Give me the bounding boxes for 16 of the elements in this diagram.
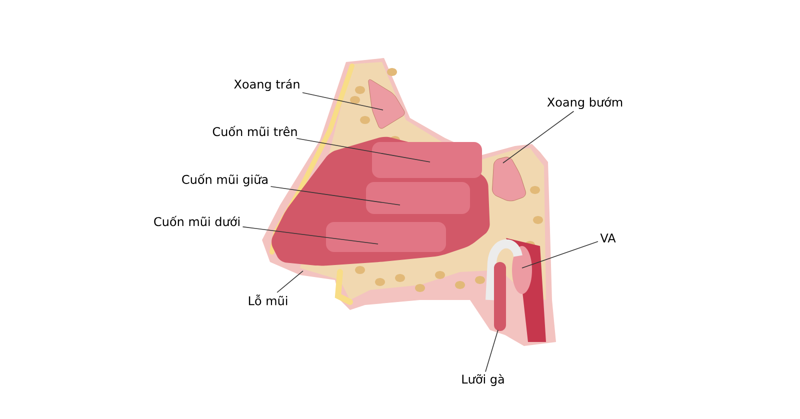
part-label: Cuốn mũi trên — [212, 126, 297, 136]
part-label: Xoang bướm — [547, 96, 622, 110]
leader-line — [276, 270, 304, 293]
part-label: Cuốn mũi giữa — [182, 174, 268, 186]
part-label: VA — [600, 234, 616, 242]
part-label: Lỗ mũi — [248, 294, 288, 306]
part-label: Cuốn mũi dưới — [154, 216, 240, 226]
leader-line — [502, 110, 574, 164]
leader-line — [242, 226, 378, 244]
leader-line — [270, 186, 400, 206]
leader-line — [485, 330, 498, 372]
leader-line — [522, 241, 598, 268]
leader-line — [302, 92, 384, 110]
leader-line — [296, 138, 430, 162]
part-label: Lưỡi gà — [462, 374, 504, 386]
part-label: Xoang trán — [234, 78, 300, 92]
